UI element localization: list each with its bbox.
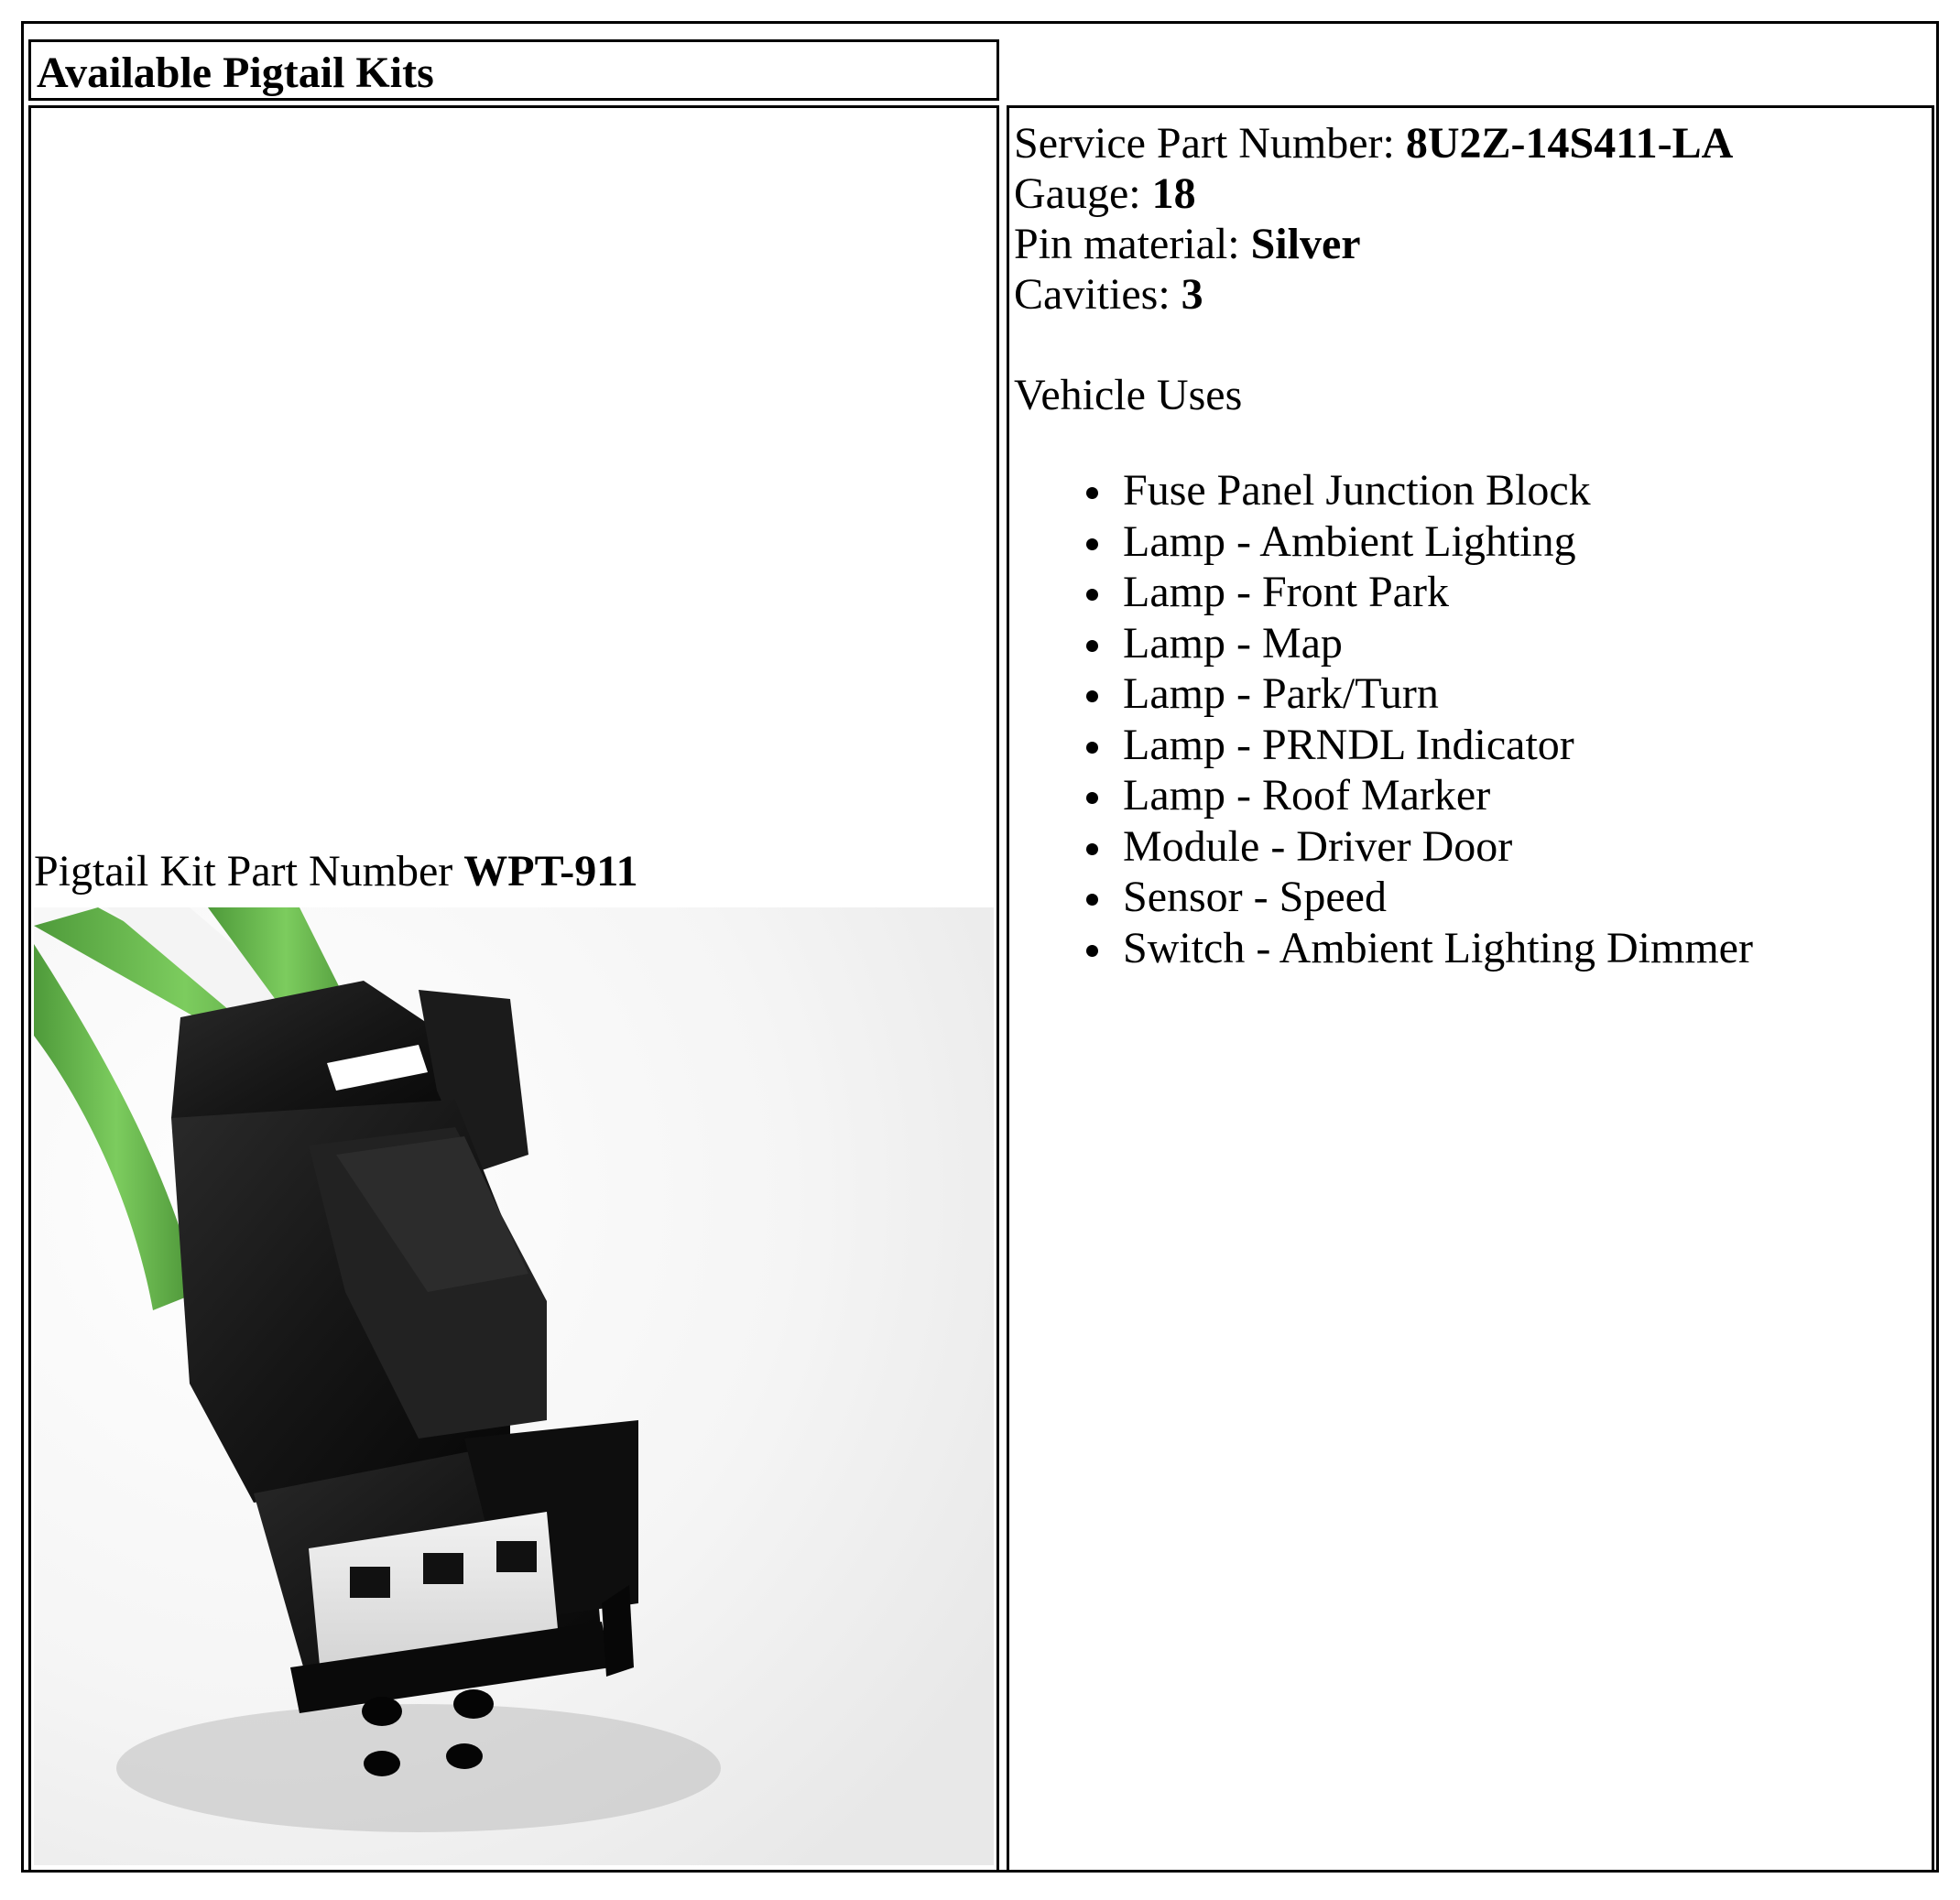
list-item: Fuse Panel Junction Block — [1009, 465, 1753, 516]
kit-cell: Pigtail Kit Part Number WPT-911 — [28, 105, 999, 1873]
bullet-icon — [1086, 639, 1098, 652]
gauge-value: 18 — [1151, 169, 1196, 218]
connector-photo — [34, 907, 994, 1865]
pin-material: Pin material: Silver — [1014, 218, 1361, 271]
service-part-number: Service Part Number: 8U2Z-14S411-LA — [1014, 117, 1733, 170]
list-item: Switch - Ambient Lighting Dimmer — [1009, 923, 1753, 974]
cavities-value: 3 — [1181, 270, 1203, 319]
pin-material-label: Pin material: — [1014, 220, 1251, 268]
list-item: Lamp - PRNDL Indicator — [1009, 720, 1753, 771]
gauge-label: Gauge: — [1014, 169, 1152, 218]
vehicle-uses-list: Fuse Panel Junction Block Lamp - Ambient… — [1009, 465, 1753, 973]
bullet-icon — [1086, 537, 1098, 550]
vehicle-uses-heading: Vehicle Uses — [1014, 371, 1243, 419]
list-item: Module - Driver Door — [1009, 821, 1753, 873]
bullet-icon — [1086, 944, 1098, 957]
bullet-icon — [1086, 842, 1098, 855]
bullet-icon — [1086, 792, 1098, 804]
bullet-icon — [1086, 741, 1098, 754]
specs-cell: Service Part Number: 8U2Z-14S411-LA Gaug… — [1007, 105, 1934, 1873]
kit-part-number-line: Pigtail Kit Part Number WPT-911 — [34, 845, 638, 898]
service-part-number-label: Service Part Number: — [1014, 119, 1406, 168]
cavities-label: Cavities: — [1014, 270, 1181, 319]
gauge: Gauge: 18 — [1014, 168, 1196, 221]
bullet-icon — [1086, 589, 1098, 601]
list-item: Lamp - Map — [1009, 618, 1753, 669]
bullet-icon — [1086, 690, 1098, 702]
bullet-icon — [1086, 487, 1098, 499]
list-item: Lamp - Front Park — [1009, 567, 1753, 618]
list-item: Sensor - Speed — [1009, 872, 1753, 923]
service-part-number-value: 8U2Z-14S411-LA — [1405, 119, 1734, 168]
list-item: Lamp - Roof Marker — [1009, 770, 1753, 821]
page-title: Available Pigtail Kits — [37, 49, 434, 97]
kit-part-number-label: Pigtail Kit Part Number — [34, 847, 464, 896]
list-item: Lamp - Ambient Lighting — [1009, 516, 1753, 568]
kit-part-number-value: WPT-911 — [463, 847, 638, 896]
list-item: Lamp - Park/Turn — [1009, 668, 1753, 720]
pin-material-value: Silver — [1250, 220, 1361, 268]
table-header-cell: Available Pigtail Kits — [28, 39, 999, 101]
bullet-icon — [1086, 894, 1098, 906]
cavities: Cavities: 3 — [1014, 268, 1203, 321]
